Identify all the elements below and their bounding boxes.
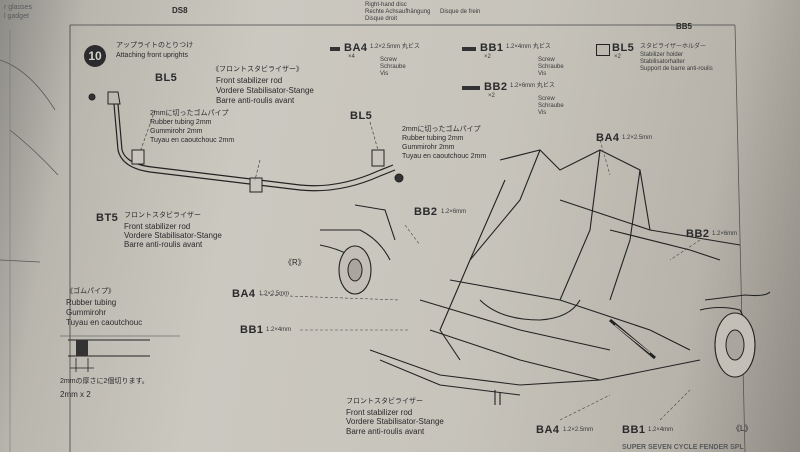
bt5-label-de: Vordere Stabilisator-Stange xyxy=(124,231,222,240)
callout-spec: 1.2×4mm xyxy=(266,327,292,333)
callout-spec: 1.2×6mm xyxy=(712,231,738,237)
callout-spec: 1.2×4mm xyxy=(648,427,674,433)
stab-label-jp: 《フロントスタビライザー》 xyxy=(212,66,303,73)
stab-label-de: Vordere Stabilisator-Stange xyxy=(216,86,314,95)
callout-bl5: BL5 xyxy=(350,110,373,122)
bt5-label-jp: フロントスタビライザー xyxy=(124,212,201,219)
callout-ba4: BA4 xyxy=(596,132,620,144)
callout-bl5: BL5 xyxy=(155,72,178,84)
stab2-label-jp: フロントスタビライザー xyxy=(346,398,423,405)
side-marker-right: 《R》 xyxy=(284,258,306,267)
callout-bb2: BB2 xyxy=(414,206,438,218)
callout-ba4: BA4 xyxy=(536,424,560,436)
rubber-en: Rubber tubing xyxy=(66,298,117,307)
rubber-cut-en: 2mm x 2 xyxy=(60,390,91,399)
stab-label-en: Front stabilizer rod xyxy=(216,76,283,85)
part-spec: スタビライザーホルダー xyxy=(640,44,707,50)
step-title-jp: アップライトのとりつけ xyxy=(116,42,194,49)
part-name: Vis xyxy=(538,110,547,116)
part-name: Vis xyxy=(380,71,389,77)
header-fragment: DS8 xyxy=(172,6,188,15)
tube-label-de: Gummirohr 2mm xyxy=(150,128,203,135)
part-code: BB1 xyxy=(480,42,504,54)
part-spec: 1.2×4mm 丸ビス xyxy=(506,44,551,50)
tube-label-de: Gummirohr 2mm xyxy=(402,144,455,151)
part-name: Schraube xyxy=(538,103,564,109)
rubber-fr: Tuyau en caoutchouc xyxy=(66,318,143,327)
stab-label-fr: Barre anti-roulis avant xyxy=(216,96,295,105)
part-name: Stabilizer holder xyxy=(640,52,684,58)
part-name: Stabilisatorhalter xyxy=(640,59,685,65)
part-qty: ×2 xyxy=(614,54,621,60)
callout-bt5: BT5 xyxy=(96,212,119,224)
part-name: Screw xyxy=(538,57,555,63)
part-name: Support de barre anti-roulis xyxy=(640,66,713,72)
stab2-label-fr: Barre anti-roulis avant xyxy=(346,427,425,436)
footer-product: SUPER SEVEN CYCLE FENDER SPL xyxy=(622,444,744,451)
rubber-de: Gummirohr xyxy=(66,308,107,317)
part-name: Screw xyxy=(538,96,555,102)
header-fragment: Rechte Achsaufhängung xyxy=(365,9,431,15)
stab2-label-en: Front stabilizer rod xyxy=(346,408,413,417)
part-qty: ×2 xyxy=(488,93,495,99)
header-fragment: l gadget xyxy=(4,13,29,20)
part-name: Screw xyxy=(380,57,397,63)
callout-bb2: BB2 xyxy=(686,228,710,240)
tube-label-jp: 2mmに切ったゴムパイプ xyxy=(150,110,229,117)
step-number-badge: 10 xyxy=(84,45,106,67)
bt5-label-fr: Barre anti-roulis avant xyxy=(124,240,203,249)
header-fragment: r glasses xyxy=(4,4,33,11)
part-code: BA4 xyxy=(344,42,368,54)
step-title-en: Attaching front uprights xyxy=(116,52,188,59)
header-fragment: BB5 xyxy=(676,22,693,31)
callout-spec: 1.2×6mm xyxy=(441,209,467,215)
tube-label-fr: Tuyau en caoutchouc 2mm xyxy=(150,137,235,144)
part-qty: ×2 xyxy=(484,54,491,60)
screw-icon xyxy=(330,47,340,51)
tube-label-en: Rubber tubing 2mm xyxy=(150,119,212,126)
bt5-label-en: Front stabilizer rod xyxy=(124,222,191,231)
part-name: Schraube xyxy=(538,64,564,70)
tube-label-jp: 2mmに切ったゴムパイプ xyxy=(402,126,481,133)
header-fragment: Disque droit xyxy=(365,16,398,22)
rubber-cut-jp: 2mmの厚さに2個切ります。 xyxy=(60,378,149,385)
callout-spec: 1.2×2.5mm xyxy=(622,135,653,141)
tube-label-en: Rubber tubing 2mm xyxy=(402,135,464,142)
stabilizer-holder-icon xyxy=(596,44,610,56)
callout-spec: 1.2×2.5mm xyxy=(259,291,290,297)
stab2-label-de: Vordere Stabilisator-Stange xyxy=(346,417,444,426)
header-fragment: Disque de frein xyxy=(440,9,481,15)
callout-bb1: BB1 xyxy=(622,424,646,436)
callout-bb1: BB1 xyxy=(240,324,264,336)
tube-label-fr: Tuyau en caoutchouc 2mm xyxy=(402,153,487,160)
screw-icon xyxy=(462,47,476,51)
part-qty: ×4 xyxy=(348,54,355,60)
header-fragment: Right-hand disc xyxy=(365,2,407,8)
screw-icon xyxy=(462,86,480,90)
callout-ba4: BA4 xyxy=(232,288,256,300)
part-name: Schraube xyxy=(380,64,406,70)
rubber-title-jp: 《ゴムパイプ》 xyxy=(66,288,115,295)
part-code: BL5 xyxy=(612,42,635,54)
part-spec: 1.2×2.5mm 丸ビス xyxy=(370,44,420,50)
callout-spec: 1.2×2.5mm xyxy=(563,427,594,433)
part-code: BB2 xyxy=(484,81,508,93)
part-spec: 1.2×6mm 丸ビス xyxy=(510,83,555,89)
part-name: Vis xyxy=(538,71,547,77)
side-marker-left: 《L》 xyxy=(732,424,753,433)
